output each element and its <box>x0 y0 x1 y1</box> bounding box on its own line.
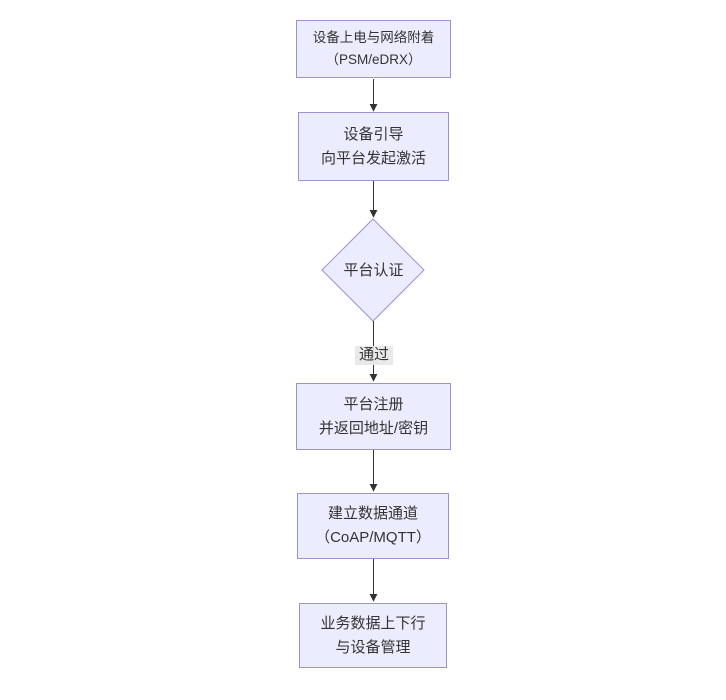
node-power-attach-line1: 设备上电与网络附着 <box>312 29 435 45</box>
node-data-channel-line2: （CoAP/MQTT） <box>315 529 431 546</box>
node-auth-decision: 平台认证 <box>343 262 404 279</box>
node-register: 平台注册 并返回地址/密钥 <box>296 383 451 450</box>
node-bootstrap: 设备引导 向平台发起激活 <box>298 112 449 181</box>
edge-label-pass: 通过 <box>355 346 393 365</box>
node-register-line1: 平台注册 <box>343 395 404 413</box>
node-business-data-line1: 业务数据上下行 <box>320 614 426 632</box>
node-bootstrap-line1: 设备引导 <box>343 125 404 143</box>
node-data-channel: 建立数据通道 （CoAP/MQTT） <box>297 493 449 559</box>
node-business-data-line2: 与设备管理 <box>335 638 411 656</box>
node-business-data: 业务数据上下行 与设备管理 <box>299 603 447 668</box>
node-bootstrap-line2: 向平台发起激活 <box>320 149 426 167</box>
node-data-channel-line1: 建立数据通道 <box>327 505 418 522</box>
node-register-line2: 并返回地址/密钥 <box>318 419 429 437</box>
node-power-attach-line2: （PSM/eDRX） <box>325 52 422 67</box>
node-power-attach: 设备上电与网络附着 （PSM/eDRX） <box>296 20 451 78</box>
